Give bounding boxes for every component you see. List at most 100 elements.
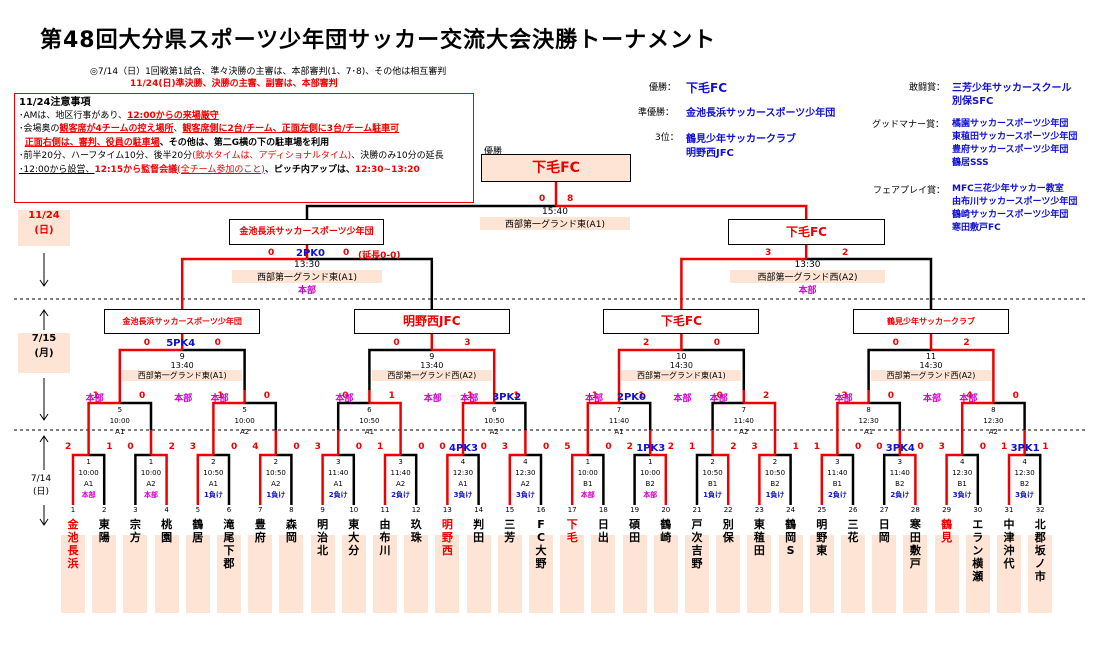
- team-bg: [685, 535, 709, 613]
- r1-score: 1: [813, 442, 821, 452]
- award-third-label: 3位：: [655, 133, 679, 143]
- team-number: 21: [692, 506, 702, 514]
- qf-pk: 5PK4: [166, 338, 196, 349]
- date-final: 11/24(日): [18, 210, 70, 246]
- r2-line: [836, 401, 869, 430]
- r2-hq: 本部: [460, 394, 479, 404]
- team-number: 2: [101, 506, 107, 514]
- qf-line: [867, 348, 931, 390]
- r1-score: 0: [855, 442, 862, 452]
- r2-score: 1: [388, 391, 395, 401]
- team-bg: [154, 535, 179, 613]
- r1-line: [400, 453, 418, 505]
- r1-line: [882, 453, 900, 505]
- qf-score: 0: [892, 338, 899, 348]
- r2-line: [619, 401, 652, 430]
- qf-line: [182, 348, 246, 390]
- r2-line: [711, 401, 744, 430]
- r1-score: 0: [605, 442, 612, 452]
- team-name: 三芳: [504, 518, 516, 544]
- final-label: 優勝: [484, 147, 503, 157]
- team-number: 8: [289, 506, 294, 514]
- r2-line: [119, 401, 153, 430]
- team-bg: [1028, 535, 1053, 613]
- r1-score: 0: [543, 442, 550, 452]
- team-bg: [778, 535, 803, 613]
- r2-line: [494, 401, 527, 430]
- team-number: 9: [320, 506, 325, 514]
- team-bg: [841, 535, 865, 613]
- team-number: 4: [164, 506, 169, 514]
- qf-hq: 本部: [174, 394, 193, 404]
- r1-line: [151, 453, 168, 505]
- award-runnerup: 金池長浜サッカースポーツ少年団: [686, 108, 836, 119]
- team-number: 13: [442, 506, 452, 514]
- semi-left-pk: 2PK0: [296, 248, 325, 259]
- notice-box: 11/24注意事項 ･AMは、地区行事があり、12:00からの来場厳守 ･会場奥…: [14, 93, 474, 203]
- qf-hq: 本部: [673, 394, 692, 404]
- semi-line: [806, 257, 933, 309]
- r1-line: [258, 453, 276, 505]
- r1-score: 1: [106, 442, 113, 452]
- team-number: 19: [630, 506, 640, 514]
- r1-line: [962, 453, 980, 505]
- r2-score: 2: [763, 391, 770, 401]
- team-name: 桃園: [161, 518, 173, 544]
- r1-pk: 3PK1: [1010, 443, 1040, 454]
- award-fair-label: フェアプレイ賞：: [873, 186, 946, 196]
- qf-hq: 本部: [923, 394, 942, 404]
- team-name: 碩田: [629, 518, 641, 544]
- qf-line: [931, 348, 995, 390]
- team-name: 金池長浜: [67, 518, 79, 570]
- r1-score: 0: [127, 442, 134, 452]
- team-number: 5: [195, 506, 201, 514]
- r2-line: [960, 401, 994, 430]
- team-number: 12: [411, 506, 421, 514]
- r2-hq: 本部: [709, 394, 728, 404]
- r2-line: [743, 401, 777, 430]
- team-number: 15: [505, 506, 515, 514]
- r2-hq: 本部: [834, 394, 853, 404]
- r1-pk: 3PK4: [885, 443, 915, 454]
- r1-line: [321, 453, 339, 505]
- team-number: 3: [133, 506, 138, 514]
- r1-score: 0: [231, 442, 238, 452]
- r2-score: 1: [591, 391, 599, 401]
- r2-score: 0: [263, 391, 271, 401]
- team-number: 31: [1004, 506, 1014, 514]
- qf-score: 0: [713, 338, 721, 348]
- qf-line: [681, 348, 746, 390]
- team-name: 東大分: [348, 518, 360, 557]
- qf-score: 2: [963, 338, 970, 348]
- award-third-1: 鶴見少年サッカークラブ: [686, 134, 796, 145]
- final-line: [556, 204, 808, 219]
- r1-line: [338, 453, 356, 505]
- team-number: 24: [786, 506, 796, 514]
- team-number: 6: [226, 506, 232, 514]
- r1-pk: 1PK3: [636, 443, 666, 454]
- team-number: 22: [723, 506, 733, 514]
- team-bg: [934, 535, 959, 613]
- team-bg: [965, 535, 990, 613]
- r1-score: 2: [65, 442, 72, 452]
- r1-score: 1: [792, 442, 799, 452]
- team-name: 明野西: [441, 518, 453, 557]
- team-bg: [310, 535, 335, 613]
- r2-score: 0: [139, 391, 146, 401]
- r1-score: 0: [439, 442, 446, 452]
- r1-line: [820, 453, 838, 505]
